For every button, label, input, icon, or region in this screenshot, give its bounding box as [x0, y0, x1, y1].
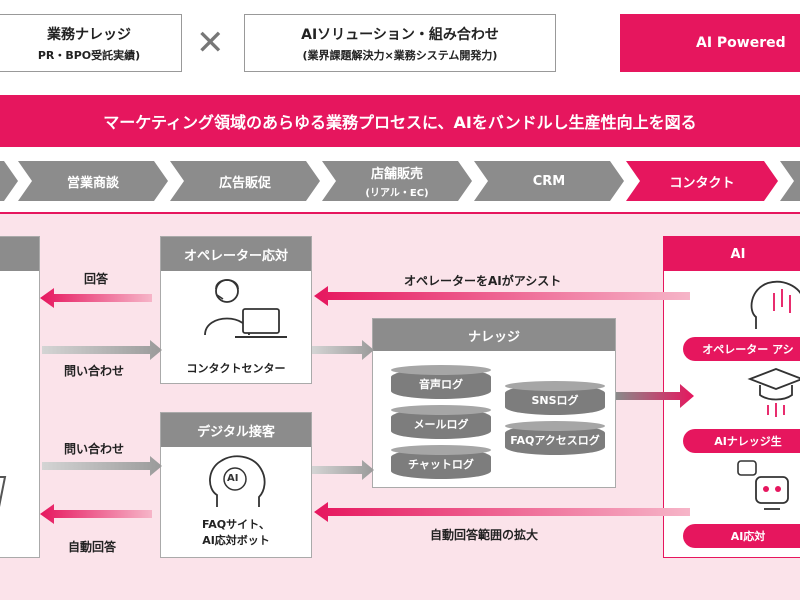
operator-knowledge-arrow [312, 340, 374, 360]
process-step-store: 店舗販売 (リアル・EC) [322, 161, 472, 201]
knowledge-panel: ナレッジ 音声ログ メールログ チャットログ SNSログ FAQアクセスログ [372, 318, 616, 488]
customer-panel-header [0, 237, 39, 271]
auto-reply-label: 自動回答 [68, 540, 117, 554]
business-knowledge-title: 業務ナレッジ [47, 26, 131, 43]
digital-card: デジタル接客 AI FAQサイト、 AI応対ボット [160, 412, 312, 558]
assist-arrow [314, 286, 690, 306]
ai-knowledge-gen: AIナレッジ生 [683, 429, 800, 453]
ai-solution-box: AIソリューション・組み合わせ (業界課題解決力×業務システム開発力) [244, 14, 556, 72]
device-icon [0, 476, 7, 508]
operator-card-title: オペレーター応対 [161, 237, 311, 271]
process-step-label: 店舗販売 [370, 167, 423, 182]
chat-log: チャットログ [391, 445, 491, 479]
ai-panel-title: AI [664, 237, 800, 271]
expand-label: 自動回答範囲の拡大 [430, 528, 539, 542]
operator-card: オペレーター応対 コンタクトセンター [160, 236, 312, 384]
reply-label: 回答 [84, 272, 109, 286]
graduation-cap-icon [747, 368, 800, 417]
multiply-icon: ✕ [196, 23, 225, 63]
expand-arrow [314, 502, 690, 522]
mail-log: メールログ [391, 405, 491, 439]
digital-card-title: デジタル接客 [161, 413, 311, 447]
reply-arrow [40, 288, 152, 308]
business-knowledge-sub: PR・BPO受託実績) [37, 48, 141, 62]
process-step-sales: 営業商談 [18, 161, 168, 201]
process-step-contact: コンタクト [626, 161, 778, 201]
inquiry-label-2: 問い合わせ [64, 442, 125, 456]
faq-access-log: FAQアクセスログ [505, 421, 605, 455]
knowledge-title: ナレッジ [373, 319, 615, 351]
digital-knowledge-arrow [312, 460, 374, 480]
sns-log: SNSログ [505, 381, 605, 415]
process-step-ads: 広告販促 [170, 161, 320, 201]
auto-reply-arrow [40, 504, 152, 524]
inquiry-arrow-2 [42, 456, 162, 476]
ai-powered-box: AI Powered [620, 14, 800, 72]
ai-brain-label: AI [227, 473, 239, 484]
process-step-crm: CRM [474, 161, 624, 201]
business-knowledge-box: 業務ナレッジ PR・BPO受託実績) [0, 14, 182, 72]
banner: マーケティング領域のあらゆる業務プロセスに、AIをバンドルし生産性向上を図る [0, 95, 800, 147]
ai-response: AI応対 [683, 524, 800, 548]
ai-operator-assist: オペレーター アシ [683, 337, 800, 361]
knowledge-ai-arrow [616, 384, 694, 408]
ai-brain-icon [209, 455, 266, 507]
ai-solution-title: AIソリューション・組み合わせ [301, 26, 499, 43]
robot-icon [737, 460, 789, 510]
inquiry-arrow-1 [42, 340, 162, 360]
voice-log: 音声ログ [391, 365, 491, 399]
operator-card-caption: コンタクトセンター [186, 362, 286, 375]
ai-solution-sub: (業界課題解決力×業務システム開発力) [302, 48, 498, 62]
digital-caption-2: AI応対ボット [202, 534, 270, 547]
process-step-label: 営業商談 [66, 175, 119, 191]
inquiry-label-1: 問い合わせ [64, 364, 125, 378]
process-step-label: CRM [532, 173, 566, 189]
digital-caption-1: FAQサイト、 [202, 518, 270, 531]
operator-icon [204, 279, 287, 338]
process-step-label: コンタクト [669, 175, 735, 191]
process-step-label: 広告販促 [218, 175, 271, 191]
process-step-sub: (リアル・EC) [365, 188, 429, 199]
assist-label: オペレーターをAIがアシスト [404, 274, 562, 288]
customer-panel [0, 236, 40, 558]
ai-head-icon [750, 280, 800, 329]
